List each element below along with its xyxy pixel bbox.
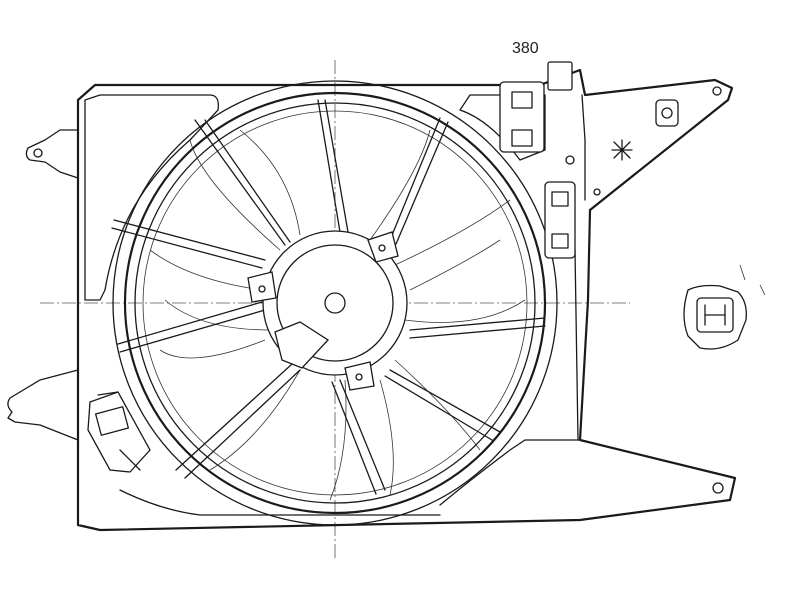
connector-clips (499, 61, 679, 259)
electrical-plug (683, 264, 766, 350)
motor-struts (111, 99, 546, 495)
shroud-frame (76, 68, 737, 532)
motor-hub (247, 230, 408, 391)
fan-shroud-rings (112, 80, 558, 526)
mounting-ears (7, 86, 724, 494)
resistor-module (87, 391, 151, 473)
fan-blades (149, 129, 526, 501)
dimension-label: 380 (512, 40, 539, 57)
